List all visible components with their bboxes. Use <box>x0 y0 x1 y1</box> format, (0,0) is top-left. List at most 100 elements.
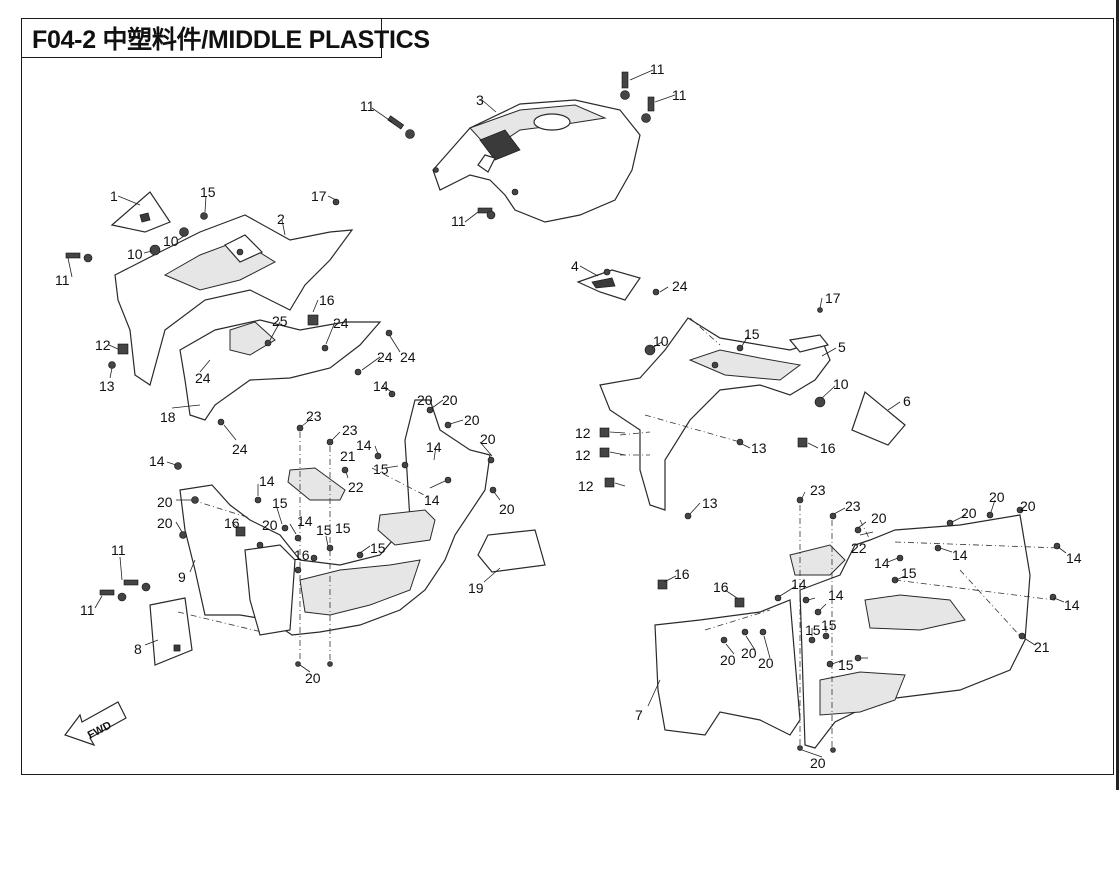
callout-24: 24 <box>333 315 349 331</box>
callout-15: 15 <box>316 522 332 538</box>
callout-12: 12 <box>575 425 591 441</box>
callout-14: 14 <box>1064 597 1080 613</box>
callout-14: 14 <box>259 473 275 489</box>
callout-20: 20 <box>442 392 458 408</box>
callout-13: 13 <box>751 440 767 456</box>
page-title: F04-2 中塑料件/MIDDLE PLASTICS <box>32 26 430 54</box>
callout-labels: 1 2 3 4 5 6 7 8 9 10 10 10 10 11 11 11 1… <box>55 61 1082 771</box>
callout-13: 13 <box>99 378 115 394</box>
callout-20: 20 <box>305 670 321 686</box>
callout-17: 17 <box>825 290 841 306</box>
part-9-left-footwell <box>179 399 491 636</box>
part-3-tank-cover <box>432 99 641 223</box>
callout-12: 12 <box>578 478 594 494</box>
callout-11: 11 <box>451 213 466 229</box>
callout-16: 16 <box>224 515 240 531</box>
callout-11: 11 <box>80 602 95 618</box>
callout-16: 16 <box>674 566 690 582</box>
callout-18: 18 <box>160 409 176 425</box>
callout-24: 24 <box>195 370 211 386</box>
callout-10: 10 <box>163 233 179 249</box>
callout-11: 11 <box>650 61 665 77</box>
assembly-lines <box>177 317 1061 750</box>
callout-20: 20 <box>464 412 480 428</box>
callout-15: 15 <box>335 520 351 536</box>
callout-16: 16 <box>294 547 310 563</box>
callout-24: 24 <box>232 441 248 457</box>
callout-21: 21 <box>340 448 356 464</box>
callout-20: 20 <box>810 755 826 771</box>
callout-7: 7 <box>635 707 643 723</box>
callout-11: 11 <box>672 87 687 103</box>
callout-21: 21 <box>1034 639 1050 655</box>
callout-14: 14 <box>424 492 440 508</box>
callout-14: 14 <box>1066 550 1082 566</box>
leader-lines <box>67 69 1067 758</box>
callout-11: 11 <box>111 542 126 558</box>
callout-25: 25 <box>272 313 288 329</box>
part-18-left-lower-panel <box>179 319 382 421</box>
callout-11: 11 <box>55 272 70 288</box>
callout-22: 22 <box>348 479 364 495</box>
callout-1: 1 <box>110 188 118 204</box>
callout-23: 23 <box>342 422 358 438</box>
callout-14: 14 <box>297 513 313 529</box>
callout-10: 10 <box>833 376 849 392</box>
callout-15: 15 <box>272 495 288 511</box>
page-edge-line <box>1116 0 1119 790</box>
callout-15: 15 <box>838 657 854 673</box>
callout-15: 15 <box>805 622 821 638</box>
part-7-right-footwell <box>654 514 1031 749</box>
callout-16: 16 <box>713 579 729 595</box>
callout-12: 12 <box>575 447 591 463</box>
callout-5: 5 <box>838 339 846 355</box>
callout-3: 3 <box>476 92 484 108</box>
callout-20: 20 <box>417 392 433 408</box>
callout-22: 22 <box>851 540 867 556</box>
callout-20: 20 <box>157 494 173 510</box>
callout-2: 2 <box>277 211 285 227</box>
callout-14: 14 <box>149 453 165 469</box>
callout-17: 17 <box>311 188 327 204</box>
fwd-direction-arrow: FWD <box>64 701 127 747</box>
callout-23: 23 <box>810 482 826 498</box>
callout-14: 14 <box>426 439 442 455</box>
callout-20: 20 <box>871 510 887 526</box>
callout-20: 20 <box>758 655 774 671</box>
callout-10: 10 <box>127 246 143 262</box>
callout-14: 14 <box>874 555 890 571</box>
callout-20: 20 <box>720 652 736 668</box>
callout-11: 11 <box>360 98 375 114</box>
callout-16: 16 <box>319 292 335 308</box>
callout-20: 20 <box>989 489 1005 505</box>
callout-24: 24 <box>400 349 416 365</box>
callout-16: 16 <box>820 440 836 456</box>
part-5-right-side-cover <box>599 317 831 511</box>
callout-24: 24 <box>377 349 393 365</box>
part-6-panel <box>851 390 906 446</box>
part-8-mud-flap <box>149 597 193 666</box>
callout-4: 4 <box>571 258 579 274</box>
callout-23: 23 <box>306 408 322 424</box>
callout-14: 14 <box>952 547 968 563</box>
callout-20: 20 <box>262 517 278 533</box>
part-1-small-panel <box>110 191 171 233</box>
callout-19: 19 <box>468 580 484 596</box>
callout-23: 23 <box>845 498 861 514</box>
callout-10: 10 <box>653 333 669 349</box>
callout-20: 20 <box>499 501 515 517</box>
callout-15: 15 <box>901 565 917 581</box>
callout-20: 20 <box>741 645 757 661</box>
part-19-pad <box>477 529 546 573</box>
callout-14: 14 <box>828 587 844 603</box>
callout-8: 8 <box>134 641 142 657</box>
callout-15: 15 <box>200 184 216 200</box>
callout-15: 15 <box>821 617 837 633</box>
callout-20: 20 <box>1020 498 1036 514</box>
callout-20: 20 <box>480 431 496 447</box>
callout-15: 15 <box>370 540 386 556</box>
callout-15: 15 <box>744 326 760 342</box>
fasteners <box>65 71 1061 753</box>
title-box: F04-2 中塑料件/MIDDLE PLASTICS <box>21 18 430 58</box>
